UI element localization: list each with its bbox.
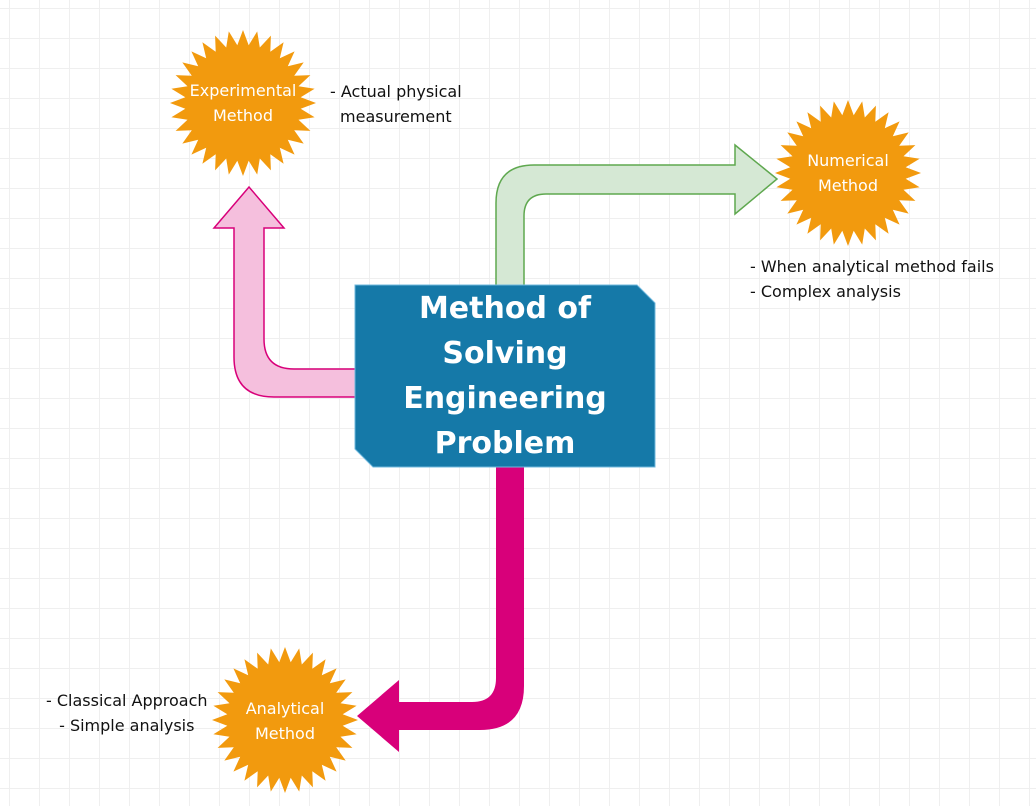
numerical-method-label-line: Method	[817, 176, 878, 195]
numerical-note-line: - Complex analysis	[750, 282, 901, 301]
analytical-notes: - Classical Approach - Simple analysis	[46, 688, 208, 738]
analytical-method-label-line: Analytical	[245, 699, 325, 718]
numerical-note-line: - When analytical method fails	[750, 257, 994, 276]
experimental-method-label: Experimental Method	[173, 76, 313, 130]
experimental-method-label-line: Method	[212, 106, 273, 125]
center-title-line: Method of Solving	[418, 291, 592, 371]
experimental-note-line: measurement	[340, 107, 452, 126]
analytical-method-label: Analytical Method	[215, 694, 355, 748]
numerical-notes: - When analytical method fails - Complex…	[750, 254, 994, 304]
center-title-line: Problem	[434, 426, 576, 461]
analytical-note-line: - Classical Approach	[46, 691, 208, 710]
arrow-to-analytical	[357, 467, 524, 752]
analytical-note-line: - Simple analysis	[59, 716, 195, 735]
analytical-method-label-line: Method	[254, 724, 315, 743]
numerical-method-label: Numerical Method	[778, 146, 918, 200]
experimental-method-label-line: Experimental	[189, 81, 297, 100]
numerical-method-burst	[775, 100, 921, 246]
experimental-note-line: - Actual physical	[330, 82, 462, 101]
arrow-to-experimental	[212, 185, 358, 398]
experimental-method-burst	[170, 30, 316, 176]
experimental-notes: - Actual physical measurement	[330, 79, 462, 129]
center-title-line: Engineering	[403, 381, 607, 416]
analytical-method-burst	[212, 647, 358, 793]
numerical-method-label-line: Numerical	[807, 151, 889, 170]
arrow-to-numerical	[495, 143, 779, 287]
center-box	[354, 284, 656, 468]
center-title: Method of Solving Engineering Problem	[355, 285, 655, 467]
